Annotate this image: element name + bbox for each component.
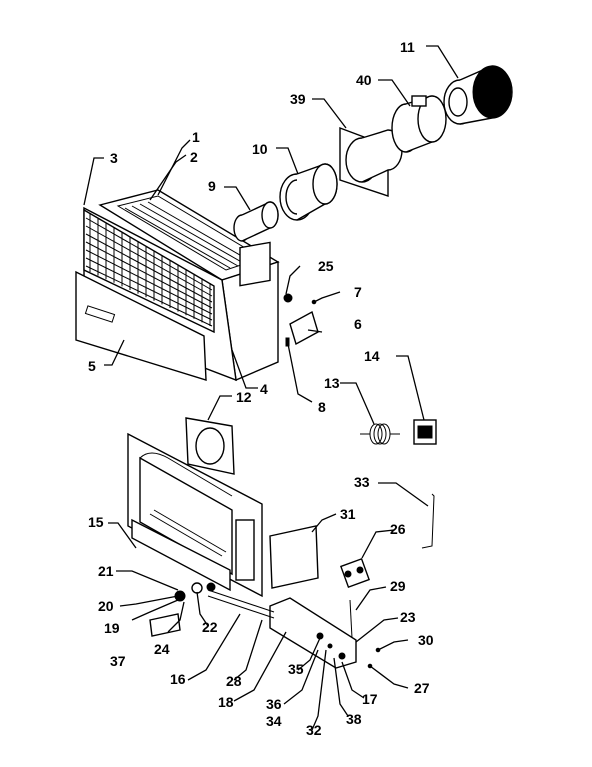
callout-1: 1	[192, 129, 200, 145]
duct-collar-10	[279, 163, 338, 221]
callout-23: 23	[400, 609, 416, 625]
front-panel	[75, 270, 207, 381]
callout-10: 10	[252, 141, 268, 157]
sleeve-40	[391, 95, 447, 153]
rod-33	[421, 493, 435, 549]
switch-14	[413, 419, 437, 445]
callout-24: 24	[154, 641, 170, 657]
callout-18: 18	[218, 694, 234, 710]
panel-31	[269, 525, 319, 589]
callout-33: 33	[354, 474, 370, 490]
callout-30: 30	[418, 632, 434, 648]
callout-26: 26	[390, 521, 406, 537]
callout-29: 29	[390, 578, 406, 594]
callout-36: 36	[266, 696, 282, 712]
motor-26	[340, 558, 370, 588]
gasket-12	[185, 417, 235, 475]
callout-17: 17	[362, 691, 378, 707]
access-door-37	[149, 613, 181, 637]
callout-32: 32	[306, 722, 322, 738]
callout-9: 9	[208, 178, 216, 194]
callout-6: 6	[354, 316, 362, 332]
callout-27: 27	[414, 680, 430, 696]
callout-12: 12	[236, 389, 252, 405]
callout-21: 21	[98, 563, 114, 579]
control-bracket-23	[269, 597, 357, 669]
front-panel-slot	[84, 305, 116, 323]
callout-4: 4	[260, 381, 268, 397]
callout-39: 39	[290, 91, 306, 107]
callout-37: 37	[110, 653, 126, 669]
callout-38: 38	[346, 711, 362, 727]
knob-25	[283, 293, 293, 303]
callout-labels: 1 2 3 4 5 6 7 8 9 10 11 12 13 14 15 16 1…	[88, 39, 434, 738]
callout-5: 5	[88, 358, 96, 374]
mounting-plate-39	[339, 126, 403, 197]
leader-lines	[83, 45, 459, 731]
callout-35: 35	[288, 661, 304, 677]
callout-22: 22	[202, 619, 218, 635]
clip-8	[285, 337, 290, 347]
callout-2: 2	[190, 149, 198, 165]
duct-9	[233, 201, 279, 242]
front-grille-mesh	[83, 208, 215, 334]
callout-40: 40	[356, 72, 372, 88]
callout-34: 34	[266, 713, 282, 729]
end-cap-11	[443, 65, 513, 125]
callout-16: 16	[170, 671, 186, 687]
cover-plate-6	[289, 310, 319, 346]
callout-31: 31	[340, 506, 356, 522]
callout-15: 15	[88, 514, 104, 530]
callout-19: 19	[104, 620, 120, 636]
callout-7: 7	[354, 284, 362, 300]
callout-13: 13	[324, 375, 340, 391]
callout-11: 11	[400, 39, 415, 55]
coil-13	[360, 423, 400, 445]
callout-25: 25	[318, 258, 334, 274]
side-bracket	[239, 241, 271, 287]
ring-22	[191, 582, 203, 594]
back-panel-15	[127, 432, 263, 598]
callout-14: 14	[364, 348, 380, 364]
callout-28: 28	[226, 673, 242, 689]
tubes-16-28	[207, 589, 275, 619]
callout-8: 8	[318, 399, 326, 415]
callout-20: 20	[98, 598, 114, 614]
callout-3: 3	[110, 150, 118, 166]
